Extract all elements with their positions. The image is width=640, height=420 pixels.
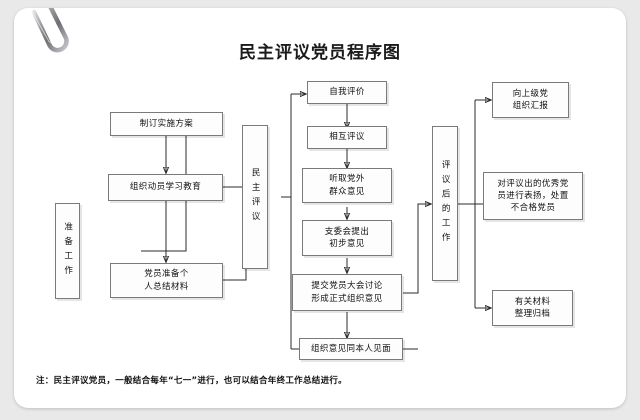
node-praise-line2: 员进行表扬，处置 <box>497 190 569 201</box>
node-branch-line2: 初步意见 <box>329 239 365 249</box>
node-self-eval[interactable]: 自我评价 <box>307 81 387 104</box>
node-assembly[interactable]: 提交党员大会讨论 形成正式组织意见 <box>292 274 402 311</box>
footnote: 注：民主评议党员，一般结合每年“七一”进行，也可以结合年终工作总结进行。 <box>36 376 347 386</box>
node-archive-line2: 整理归档 <box>514 309 551 319</box>
stage-after[interactable]: 评议后的工作 <box>432 126 458 281</box>
node-materials-line2: 人总结材料 <box>144 281 189 292</box>
paperclip-icon <box>29 8 69 53</box>
stage-review[interactable]: 民主评议 <box>242 125 268 269</box>
node-outside-line2: 群众意见 <box>329 186 365 197</box>
node-assembly-line1: 提交党员大会讨论 <box>311 281 383 292</box>
node-archive[interactable]: 有关材料 整理归档 <box>492 290 573 326</box>
node-praise-line1: 对评议出的优秀党 <box>497 178 569 189</box>
node-report-upper[interactable]: 向上级党 组织汇报 <box>492 82 569 118</box>
node-report-line1: 向上级党 <box>512 88 549 99</box>
node-outside-opinion[interactable]: 听取党外 群众意见 <box>302 168 392 203</box>
document-card: 民主评议党员程序图 <box>14 8 626 408</box>
node-praise-line3: 不合格党员 <box>510 203 556 214</box>
node-materials-line1: 党员准备个 <box>144 269 189 280</box>
node-branch-committee[interactable]: 支委会提出 初步意见 <box>302 220 392 256</box>
node-archive-line1: 有关材料 <box>514 296 551 307</box>
node-branch-line1: 支委会提出 <box>324 226 370 237</box>
node-assembly-line2: 形成正式组织意见 <box>311 293 383 304</box>
node-mobilize[interactable]: 组织动员学习教育 <box>108 174 223 201</box>
node-outside-line1: 听取党外 <box>329 174 365 185</box>
node-meet-member[interactable]: 组织意见同本人见面 <box>299 338 403 360</box>
stage-prep[interactable]: 准备工作 <box>55 203 80 299</box>
node-plan[interactable]: 制订实施方案 <box>110 112 223 136</box>
flowchart: 准备工作 民主评议 评议后的工作 制订实施方案 组织动员学习教育 党员准备个 人… <box>14 8 626 408</box>
node-materials[interactable]: 党员准备个 人总结材料 <box>110 263 223 298</box>
node-report-line2: 组织汇报 <box>512 101 549 111</box>
page-title: 民主评议党员程序图 <box>239 43 401 63</box>
node-mutual[interactable]: 相互评议 <box>307 126 387 149</box>
node-praise-handle[interactable]: 对评议出的优秀党 员进行表扬，处置 不合格党员 <box>483 172 583 220</box>
